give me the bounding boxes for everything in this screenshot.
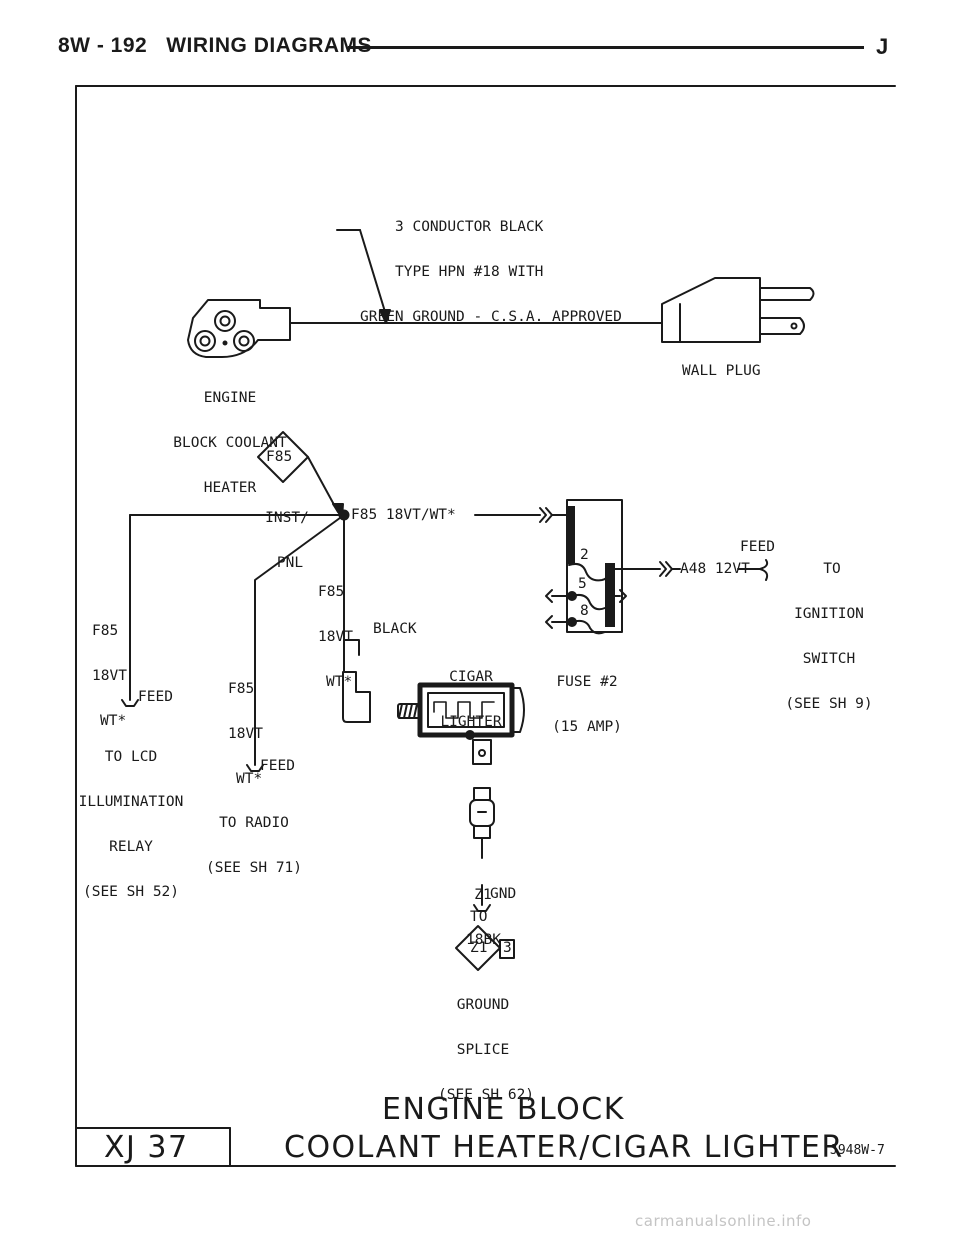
ground-wire-line: 18BK (466, 932, 501, 948)
fuse-pin-5: 5 (578, 576, 587, 592)
f85-connector-label: F85 (266, 449, 293, 465)
ignition-label-line: SWITCH (802, 651, 856, 667)
ignition-feed-label: FEED (740, 539, 775, 555)
ground-splice-line: (SEE SH 62) (438, 1087, 535, 1103)
wall-plug-icon (661, 277, 815, 343)
fuse-block (566, 499, 623, 635)
gnd-arrow (473, 904, 491, 912)
header-rule (348, 46, 864, 49)
cigar-lighter-line: CIGAR (449, 669, 493, 685)
to-label: TO (470, 909, 488, 925)
heater-label-line: ENGINE (203, 390, 257, 406)
diagram-title-line-1: ENGINE BLOCK (382, 1092, 625, 1127)
lcd-relay-line: ILLUMINATION (78, 794, 184, 810)
page-ref: 8W - 192 (58, 34, 148, 57)
cord-note-line: TYPE HPN #18 WITH (395, 264, 544, 280)
f85-leader (307, 456, 339, 513)
lighter-plug (342, 671, 371, 723)
lcd-relay-line: RELAY (109, 839, 153, 855)
left-wire-line: F85 (92, 623, 119, 639)
ground-splice-label: GROUND SPLICE (SEE SH 62) (438, 968, 535, 1118)
cord-note: 3 CONDUCTOR BLACK TYPE HPN #18 WITH GREE… (360, 190, 622, 340)
connector-chevron-1 (539, 507, 547, 523)
fuse-label: FUSE #2 (15 AMP) (547, 645, 627, 750)
cigar-lighter-line: LIGHTER (440, 714, 502, 730)
fuse-pin-8: 8 (580, 603, 589, 619)
center-wire-line: 18VT (318, 629, 353, 645)
radio-branch (254, 514, 345, 766)
lcd-relay-line: TO LCD (104, 749, 158, 765)
inst-pnl-label: INST/ PNL (262, 481, 312, 586)
z1-connector-label: Z1 (470, 940, 488, 956)
fuse-pin-2: 2 (580, 547, 589, 563)
lcd-feed-arrow (121, 699, 139, 707)
center-wire-line: WT* (326, 674, 353, 690)
center-wire-label: F85 18VT WT* (318, 555, 353, 705)
heater-label: ENGINE BLOCK COOLANT HEATER (165, 361, 295, 511)
radio-label: TO RADIO (SEE SH 71) (196, 786, 312, 891)
ground-splice-line: SPLICE (456, 1042, 510, 1058)
cord-leader (359, 229, 387, 316)
fuse-label-line: FUSE #2 (556, 674, 618, 690)
ground-wire-line: Z1 (474, 887, 492, 903)
radio-feed-label: FEED (260, 758, 295, 774)
ign-feed-hook (759, 559, 769, 570)
section-title: WIRING DIAGRAMS (166, 34, 373, 57)
cigar-lighter-label: CIGAR LIGHTER (436, 640, 506, 745)
wall-plug-label: WALL PLUG (682, 363, 761, 379)
gnd-label: GND (490, 886, 517, 902)
watermark: carmanualsonline.info (635, 1212, 812, 1230)
splice-box (499, 939, 515, 959)
cord-note-line: 3 CONDUCTOR BLACK (395, 219, 544, 235)
left-wire-line: 18VT (92, 668, 127, 684)
main-wire-label: F85 18VT/WT* (351, 507, 456, 523)
diagram-title-line-2: COOLANT HEATER/CIGAR LIGHTER (284, 1130, 844, 1165)
mid-wire-line: 18VT (228, 726, 263, 742)
lcd-relay-line: (SEE SH 52) (82, 884, 180, 900)
cigar-lighter-icon (397, 682, 525, 765)
inst-pnl-line: PNL (276, 555, 304, 571)
fuse-label-line: (15 AMP) (552, 719, 622, 735)
radio-feed-arrow (246, 764, 264, 772)
model-code: XJ 37 (104, 1130, 189, 1165)
figure-code: J948W-7 (830, 1143, 885, 1158)
page-header: 8W - 192 WIRING DIAGRAMS (58, 34, 372, 58)
a48-wire-label: A48 12VT (680, 561, 750, 577)
ground-wire-label: Z1 18BK (466, 858, 501, 963)
lcd-feed-label: FEED (138, 689, 173, 705)
heater-icon (187, 299, 291, 358)
mid-wire-label: F85 18VT WT* (228, 652, 263, 802)
black-lead (343, 639, 360, 656)
inst-pnl-line: INST/ (265, 510, 309, 526)
heater-label-line: HEATER (203, 480, 257, 496)
ignition-label: TO IGNITION SWITCH (SEE SH 9) (784, 532, 874, 727)
lcd-relay-label: TO LCD ILLUMINATION RELAY (SEE SH 52) (76, 720, 186, 915)
ignition-label-line: IGNITION (794, 606, 864, 622)
mid-wire-line: F85 (228, 681, 255, 697)
ground-splice-line: GROUND (456, 997, 510, 1013)
brand-mark: J (876, 34, 889, 59)
mid-wire-line: WT* (236, 771, 263, 787)
radio-label-line: TO RADIO (219, 815, 289, 831)
cord-note-line: GREEN GROUND - C.S.A. APPROVED (360, 309, 622, 325)
radio-label-line: (SEE SH 71) (205, 860, 303, 876)
ignition-label-line: (SEE SH 9) (785, 696, 873, 712)
left-wire-line: WT* (100, 713, 127, 729)
black-label: BLACK (373, 621, 417, 637)
heater-label-line: BLOCK COOLANT (173, 435, 287, 451)
center-wire-line: F85 (318, 584, 345, 600)
splice-number: 3 (503, 940, 512, 956)
cord-arrow (379, 309, 391, 324)
ground-connector (469, 787, 495, 839)
ignition-label-line: TO (823, 561, 841, 577)
left-wire-label: F85 18VT WT* (92, 594, 127, 744)
